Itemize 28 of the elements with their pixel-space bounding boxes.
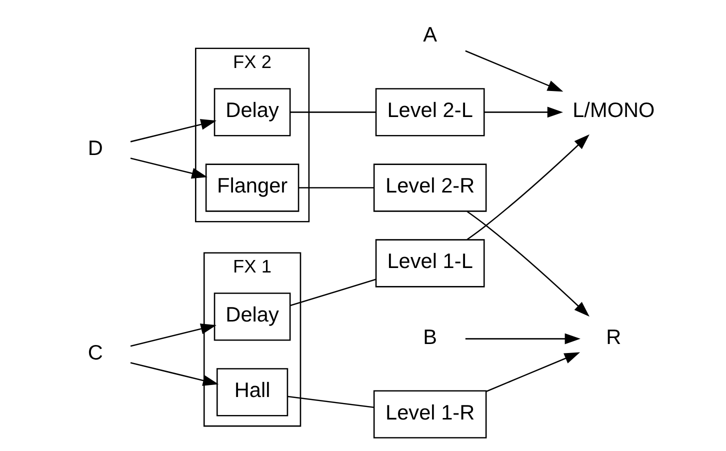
node-text: D bbox=[88, 136, 103, 160]
arrow bbox=[466, 210, 590, 317]
connector bbox=[290, 278, 376, 306]
node-box: Delay bbox=[214, 88, 291, 136]
connector bbox=[288, 396, 374, 408]
node-box: Hall bbox=[216, 368, 288, 416]
node-box: Level 1-R bbox=[373, 390, 487, 438]
arrow bbox=[465, 333, 580, 344]
arrow bbox=[130, 324, 216, 347]
node-text: B bbox=[423, 326, 438, 349]
arrow bbox=[130, 158, 208, 179]
connector bbox=[298, 187, 374, 188]
node-text: R bbox=[606, 326, 622, 349]
connector bbox=[290, 112, 376, 113]
node-box: Level 2-L bbox=[375, 88, 485, 136]
node-box: Level 2-R bbox=[373, 164, 487, 212]
arrow bbox=[466, 134, 590, 240]
node-box: Flanger bbox=[205, 164, 300, 212]
arrow bbox=[130, 119, 216, 142]
arrow bbox=[486, 352, 580, 392]
arrow bbox=[465, 50, 564, 92]
arrow bbox=[484, 106, 564, 118]
node-text: C bbox=[88, 341, 103, 364]
node-box: Level 1-L bbox=[375, 239, 485, 288]
node-text: L/MONO bbox=[572, 99, 655, 122]
node-text: A bbox=[423, 24, 438, 47]
arrow bbox=[130, 362, 219, 386]
node-box: Delay bbox=[214, 292, 291, 341]
